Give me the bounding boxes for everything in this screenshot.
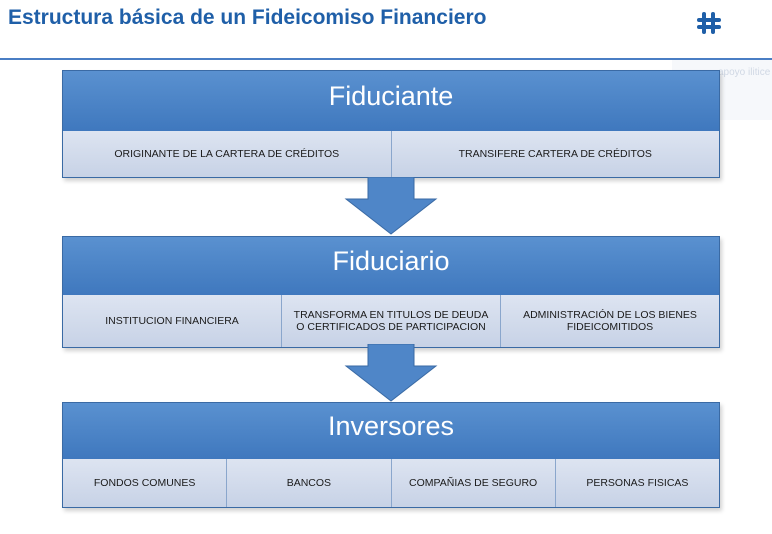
stage-title: Inversores xyxy=(327,411,455,441)
stage-inversores: Inversores FONDOS COMUNES BANCOS COMPAÑI… xyxy=(62,402,720,508)
stage-cell: ORIGINANTE DE LA CARTERA DE CRÉDITOS xyxy=(63,131,391,177)
stage-cell: COMPAÑIAS DE SEGURO xyxy=(390,459,555,507)
page-title: Estructura básica de un Fideicomiso Fina… xyxy=(8,6,487,29)
stage-cell: INSTITUCION FINANCIERA xyxy=(63,295,281,347)
stage-cell: TRANSIFERE CARTERA DE CRÉDITOS xyxy=(390,131,719,177)
stage-detail-row: INSTITUCION FINANCIERA TRANSFORMA EN TIT… xyxy=(63,295,719,347)
stage-fiduciante: Fiduciante ORIGINANTE DE LA CARTERA DE C… xyxy=(62,70,720,178)
stage-title: Fiduciario xyxy=(332,246,450,276)
down-arrow-icon xyxy=(344,177,438,235)
stage-title: Fiduciante xyxy=(328,81,454,111)
stage-header: Fiduciante xyxy=(63,71,719,131)
title-divider xyxy=(0,58,772,60)
slack-hash-icon xyxy=(697,12,721,34)
stage-header: Inversores xyxy=(63,403,719,459)
stage-cell: BANCOS xyxy=(226,459,391,507)
stage-detail-row: FONDOS COMUNES BANCOS COMPAÑIAS DE SEGUR… xyxy=(63,459,719,507)
stage-cell: ADMINISTRACIÓN DE LOS BIENES FIDEICOMITI… xyxy=(500,295,719,347)
down-arrow-icon xyxy=(344,344,438,402)
stage-header: Fiduciario xyxy=(63,237,719,295)
stage-cell: FONDOS COMUNES xyxy=(63,459,227,507)
stage-cell: PERSONAS FISICAS xyxy=(554,459,719,507)
stage-cell: TRANSFORMA EN TITULOS DE DEUDA O CERTIFI… xyxy=(281,295,500,347)
faded-background-text: apoyo ilitice xyxy=(718,67,771,78)
stage-detail-row: ORIGINANTE DE LA CARTERA DE CRÉDITOS TRA… xyxy=(63,131,719,177)
stage-fiduciario: Fiduciario INSTITUCION FINANCIERA TRANSF… xyxy=(62,236,720,348)
